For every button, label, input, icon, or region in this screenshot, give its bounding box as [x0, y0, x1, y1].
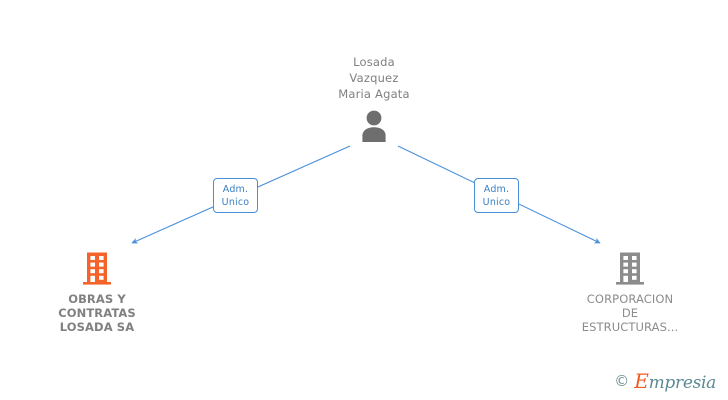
brand-rest: mpresia	[648, 373, 717, 393]
copyright-icon: ©	[614, 372, 630, 390]
brand-logo-text: Empresia	[634, 371, 716, 392]
watermark: © Empresia	[614, 371, 716, 392]
node-person[interactable]: Losada Vazquez Maria Agata	[294, 54, 454, 146]
building-icon	[83, 252, 111, 285]
node-company-right[interactable]: CORPORACION DE ESTRUCTURAS...	[555, 252, 705, 334]
node-company-left[interactable]: OBRAS Y CONTRATAS LOSADA SA	[22, 252, 172, 334]
edge-label-right[interactable]: Adm. Unico	[474, 178, 519, 213]
person-name-label: Losada Vazquez Maria Agata	[338, 55, 410, 101]
brand-initial: E	[634, 369, 649, 393]
company-name-label-right: CORPORACION DE ESTRUCTURAS...	[581, 292, 679, 334]
building-icon	[616, 252, 644, 285]
edge-label-left[interactable]: Adm. Unico	[213, 178, 258, 213]
person-silhouette-icon	[362, 110, 386, 142]
company-name-label-left: OBRAS Y CONTRATAS LOSADA SA	[58, 292, 136, 334]
